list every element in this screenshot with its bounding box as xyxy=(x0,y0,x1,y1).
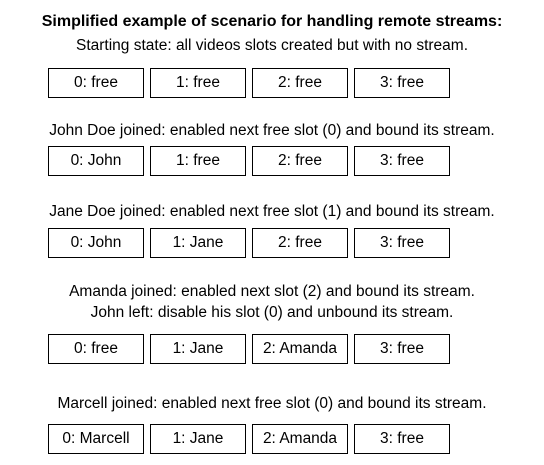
video-slot: 1: Jane xyxy=(150,334,246,364)
video-slot: 3: free xyxy=(354,228,450,258)
video-slot: 0: free xyxy=(48,68,144,98)
step-3-caption-2: John left: disable his slot (0) and unbo… xyxy=(90,304,454,321)
video-slot: 2: free xyxy=(252,228,348,258)
video-slot: 2: Amanda xyxy=(252,334,348,364)
video-slot: 3: free xyxy=(354,424,450,454)
step-1-slot-row: 0: John 1: free 2: free 3: free xyxy=(48,146,450,176)
step-0-slot-row: 0: free 1: free 2: free 3: free xyxy=(48,68,450,98)
video-slot: 1: Jane xyxy=(150,424,246,454)
step-4-slot-row: 0: Marcell 1: Jane 2: Amanda 3: free xyxy=(48,424,450,454)
step-0-caption: Starting state: all videos slots created… xyxy=(76,37,468,54)
video-slot: 2: Amanda xyxy=(252,424,348,454)
video-slot: 0: free xyxy=(48,334,144,364)
video-slot: 0: John xyxy=(48,228,144,258)
video-slot: 0: Marcell xyxy=(48,424,144,454)
step-3-slot-row: 0: free 1: Jane 2: Amanda 3: free xyxy=(48,334,450,364)
video-slot: 3: free xyxy=(354,68,450,98)
diagram-title: Simplified example of scenario for handl… xyxy=(41,13,503,30)
video-slot: 2: free xyxy=(252,146,348,176)
video-slot: 1: Jane xyxy=(150,228,246,258)
video-slot: 3: free xyxy=(354,146,450,176)
video-slot: 0: John xyxy=(48,146,144,176)
video-slot: 1: free xyxy=(150,68,246,98)
video-slot: 2: free xyxy=(252,68,348,98)
step-3-caption-1: Amanda joined: enabled next slot (2) and… xyxy=(69,283,475,300)
step-2-slot-row: 0: John 1: Jane 2: free 3: free xyxy=(48,228,450,258)
video-slot: 1: free xyxy=(150,146,246,176)
step-1-caption: John Doe joined: enabled next free slot … xyxy=(49,122,495,139)
step-2-caption: Jane Doe joined: enabled next free slot … xyxy=(49,203,495,220)
step-4-caption: Marcell joined: enabled next free slot (… xyxy=(57,395,487,412)
video-slot: 3: free xyxy=(354,334,450,364)
